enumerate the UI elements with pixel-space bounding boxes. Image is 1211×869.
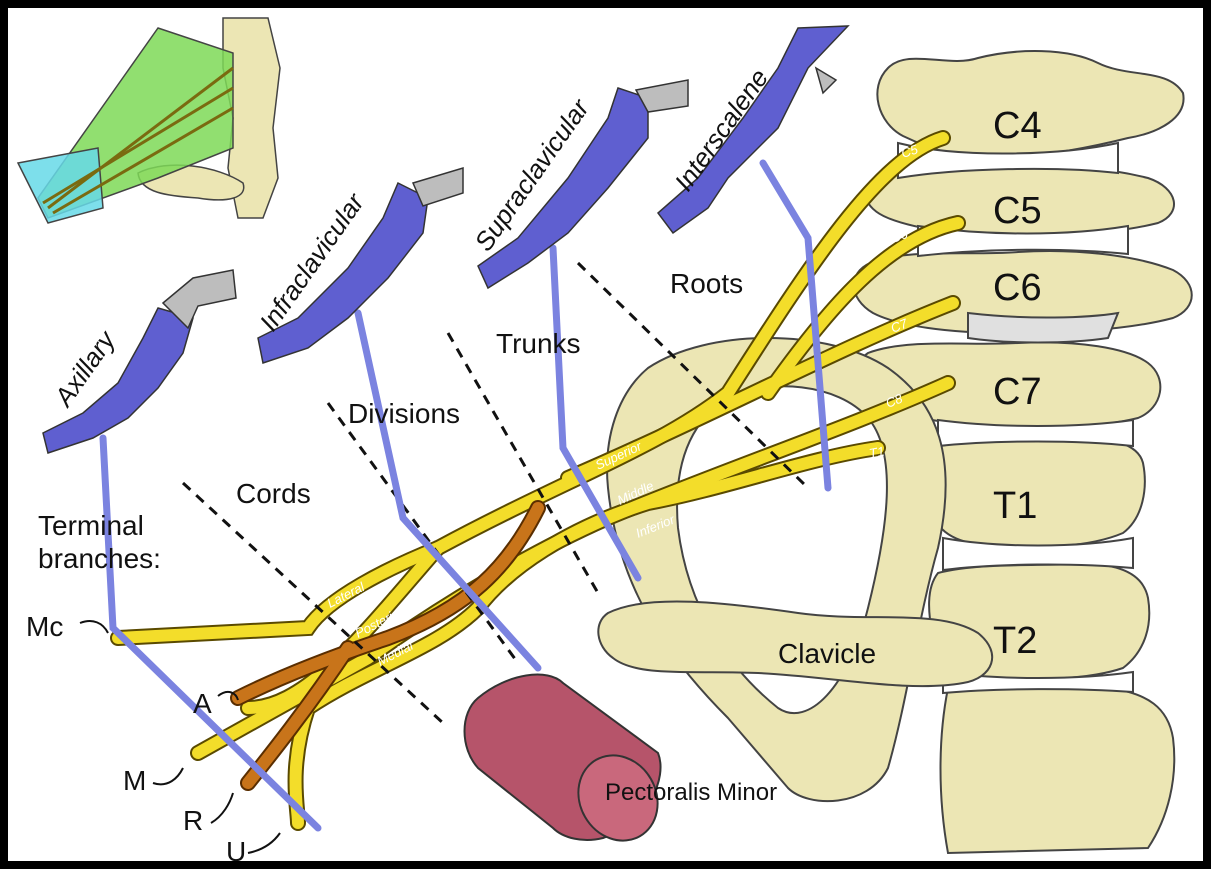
branch-label-a: A xyxy=(193,688,212,719)
arrow-r xyxy=(211,793,233,823)
pectoralis-minor xyxy=(465,675,673,856)
branch-label-mc: Mc xyxy=(26,611,63,642)
region-label-terminal-2: branches: xyxy=(38,543,161,574)
branch-label-u: U xyxy=(226,836,246,861)
vertebra-label-t1: T1 xyxy=(993,485,1037,527)
disc-shape xyxy=(968,313,1118,343)
region-label-divisions: Divisions xyxy=(348,398,460,429)
region-label-roots: Roots xyxy=(670,268,743,299)
arrow-mc xyxy=(80,621,108,633)
vertebra-label-c6: C6 xyxy=(993,267,1042,309)
vertebra-label-t2: T2 xyxy=(993,620,1037,662)
inset-thumbnail xyxy=(18,18,280,223)
branch-label-r: R xyxy=(183,805,203,836)
branch-label-m: M xyxy=(123,765,146,796)
vertebra-label-c5: C5 xyxy=(993,190,1042,232)
clavicle-label: Clavicle xyxy=(778,638,876,669)
brachial-plexus-diagram: C4 C5 C6 C7 T1 T2 C5 C6 C7 C8 T1 Superio… xyxy=(8,8,1203,861)
inset-cyan-region xyxy=(18,148,103,223)
region-label-terminal-1: Terminal xyxy=(38,510,144,541)
region-label-trunks: Trunks xyxy=(496,328,581,359)
arm-interscalene xyxy=(658,26,848,233)
vertebra-label-c7: C7 xyxy=(993,371,1042,413)
arrow-u xyxy=(248,833,280,853)
root-label-t1: T1 xyxy=(868,444,886,461)
cord-label-lateral: Lateral xyxy=(325,579,368,611)
vertebra-label-c4: C4 xyxy=(993,105,1042,147)
arrow-m xyxy=(153,768,183,784)
diagram-canvas: C4 C5 C6 C7 T1 T2 C5 C6 C7 C8 T1 Superio… xyxy=(8,8,1203,861)
vertebra-lower-shape xyxy=(941,686,1175,853)
region-label-cords: Cords xyxy=(236,478,311,509)
pectoralis-label: Pectoralis Minor xyxy=(605,779,777,806)
